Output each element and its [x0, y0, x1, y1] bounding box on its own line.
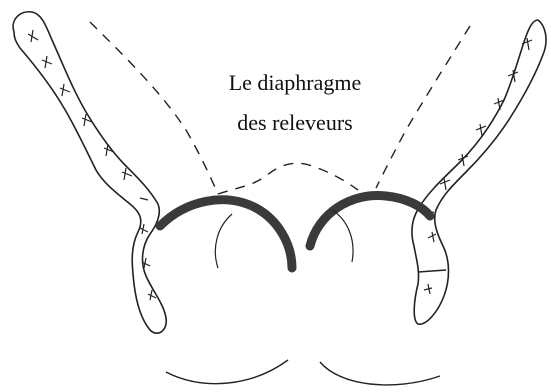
- right-inner-arc: [332, 210, 353, 262]
- left-bottom-curve: [166, 360, 288, 384]
- right-dashed-contour: [376, 26, 470, 188]
- left-inner-arc: [215, 214, 232, 268]
- right-bottom-curve: [320, 362, 440, 385]
- caption-line-1: Le diaphragme: [190, 72, 400, 94]
- left-pelvic-bone: [13, 12, 166, 333]
- left-dashed-contour: [90, 22, 218, 194]
- left-levator-muscle: [160, 200, 292, 268]
- right-bone-divider: [418, 270, 446, 272]
- right-pelvic-bone: [412, 20, 546, 324]
- caption-line-2: des releveurs: [190, 112, 400, 134]
- central-dashed-contour: [218, 163, 358, 194]
